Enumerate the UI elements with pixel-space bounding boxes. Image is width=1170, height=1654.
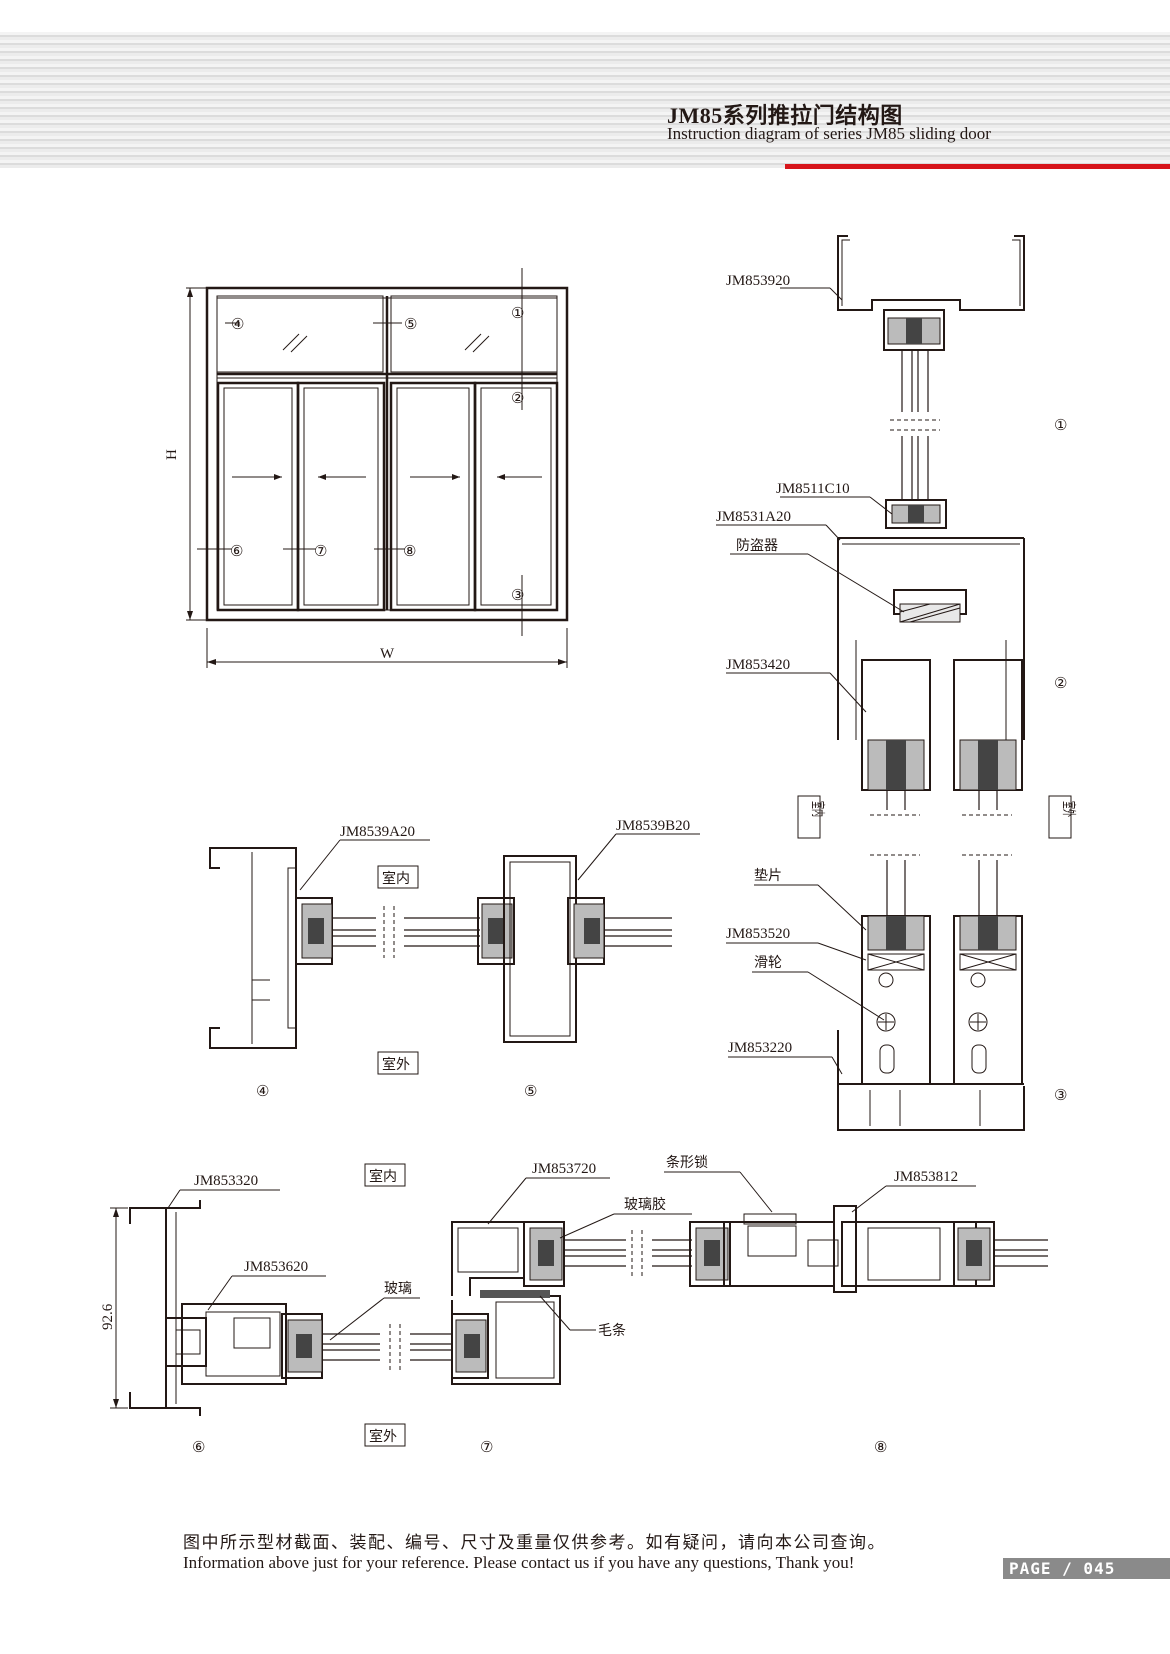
part-jm8539b20: JM8539B20 [616,818,690,834]
header-band [0,32,1170,168]
label-glass: 玻璃 [384,1280,412,1297]
indoor-tag-char1: 室内 [809,801,826,817]
part-jm8539a20: JM8539A20 [340,824,415,840]
elevation-marker-3: ③ [511,588,524,604]
indoor-label-7: 室内 [369,1168,397,1185]
part-jm853720: JM853720 [532,1161,596,1177]
section-marker-4: ④ [256,1084,269,1100]
label-anti-theft: 防盗器 [736,538,778,554]
label-roller: 滑轮 [754,954,782,971]
outdoor-label-4: 室外 [382,1056,410,1073]
section-marker-8: ⑧ [874,1440,887,1456]
elevation-marker-2: ② [511,391,524,407]
part-jm853420: JM853420 [726,657,790,673]
header-accent-line [785,164,1170,169]
label-weather-strip: 毛条 [598,1322,626,1339]
outdoor-label-7: 室外 [369,1428,397,1445]
section-6: 92.6 JM853320 JM853620 ⑥ [100,1173,452,1456]
outdoor-tag-char1: 室外 [1060,801,1077,817]
section-7: JM853720 玻璃胶 玻璃 毛条 室内 室外 ⑦ [329,1161,692,1456]
part-jm853812: JM853812 [894,1169,958,1185]
part-jm853920: JM853920 [726,273,790,289]
page-number-badge: PAGE / 045 [1003,1558,1170,1579]
label-strip-lock: 条形锁 [666,1154,708,1171]
section-4: JM8539A20 室内 室外 ④ [209,824,480,1100]
page-title: JM85系列推拉门结构图 [667,103,903,128]
page-subtitle: Instruction diagram of series JM85 slidi… [667,124,991,143]
footer-note-cn: 图中所示型材截面、装配、编号、尺寸及重量仅供参考。如有疑问，请向本公司查询。 [183,1533,886,1553]
section-marker-7: ⑦ [480,1440,493,1456]
part-jm853520: JM853520 [726,926,790,942]
label-glass-sealant: 玻璃胶 [624,1196,666,1213]
footer-note-en: Information above just for your referenc… [183,1553,855,1572]
height-label: H [164,449,180,460]
section-3: 垫片 JM853520 滑轮 JM853220 ③ [726,854,1067,1131]
part-jm8531a20: JM8531A20 [716,509,791,525]
section-marker-6: ⑥ [192,1440,205,1456]
elevation-marker-6: ⑥ [230,544,243,560]
elevation-marker-4: ④ [231,317,244,333]
part-jm853220: JM853220 [728,1040,792,1056]
section-2: JM8511C10 JM8531A20 防盗器 JM853420 ② 室内 室外 [716,481,1077,839]
section-8: 条形锁 JM853812 ⑧ [664,1154,1048,1456]
elevation-marker-7: ⑦ [314,544,327,560]
section-5: JM8539B20 ⑤ [477,818,700,1100]
elevation-marker-5: ⑤ [404,317,417,333]
indoor-label-4: 室内 [382,870,410,887]
section-marker-2: ② [1054,676,1067,692]
section-marker-5: ⑤ [524,1084,537,1100]
part-jm853620: JM853620 [244,1259,308,1275]
part-jm8511c10: JM8511C10 [776,481,850,497]
elevation-marker-8: ⑧ [403,544,416,560]
door-elevation: H W ① ② ③ ④ ⑤ ⑥ ⑦ ⑧ [164,268,569,668]
label-gasket: 垫片 [754,868,782,884]
section-marker-3: ③ [1054,1088,1067,1104]
section-marker-1: ① [1054,418,1067,434]
dimension-92-6: 92.6 [100,1303,116,1330]
part-jm853320: JM853320 [194,1173,258,1189]
width-label: W [380,646,395,662]
section-1: JM853920 ① [726,235,1067,500]
elevation-marker-1: ① [511,306,524,322]
